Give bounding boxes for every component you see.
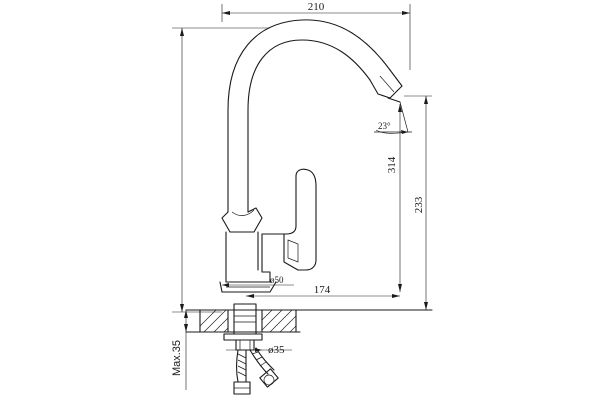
dimension-reach-174: 174 — [246, 284, 400, 298]
dimension-label-max35: Max.35 — [171, 340, 183, 376]
supply-hoses — [233, 347, 279, 395]
dimension-label-314: 314 — [386, 156, 398, 173]
dimension-label-d35: ø35 — [268, 344, 285, 356]
dimension-label-23deg: 23° — [378, 121, 391, 131]
dimension-base-diameter: ø50 — [222, 275, 294, 287]
dimension-height-233: 233 — [404, 95, 432, 310]
dimension-outlet-height-314: 314 — [386, 104, 402, 292]
dimension-max-deck-thickness: Max.35 — [171, 310, 188, 390]
dimension-label-233: 233 — [413, 196, 425, 213]
dimension-label-d50: ø50 — [270, 275, 284, 285]
countertop-deck — [185, 309, 433, 333]
dimension-spout-angle: 23° — [374, 101, 412, 134]
mounting-shank — [223, 303, 263, 351]
faucet-body — [219, 19, 403, 293]
dimension-overall-width: 210 — [221, 1, 411, 70]
dimension-label-210: 210 — [308, 1, 325, 13]
dimension-label-174: 174 — [314, 284, 331, 296]
